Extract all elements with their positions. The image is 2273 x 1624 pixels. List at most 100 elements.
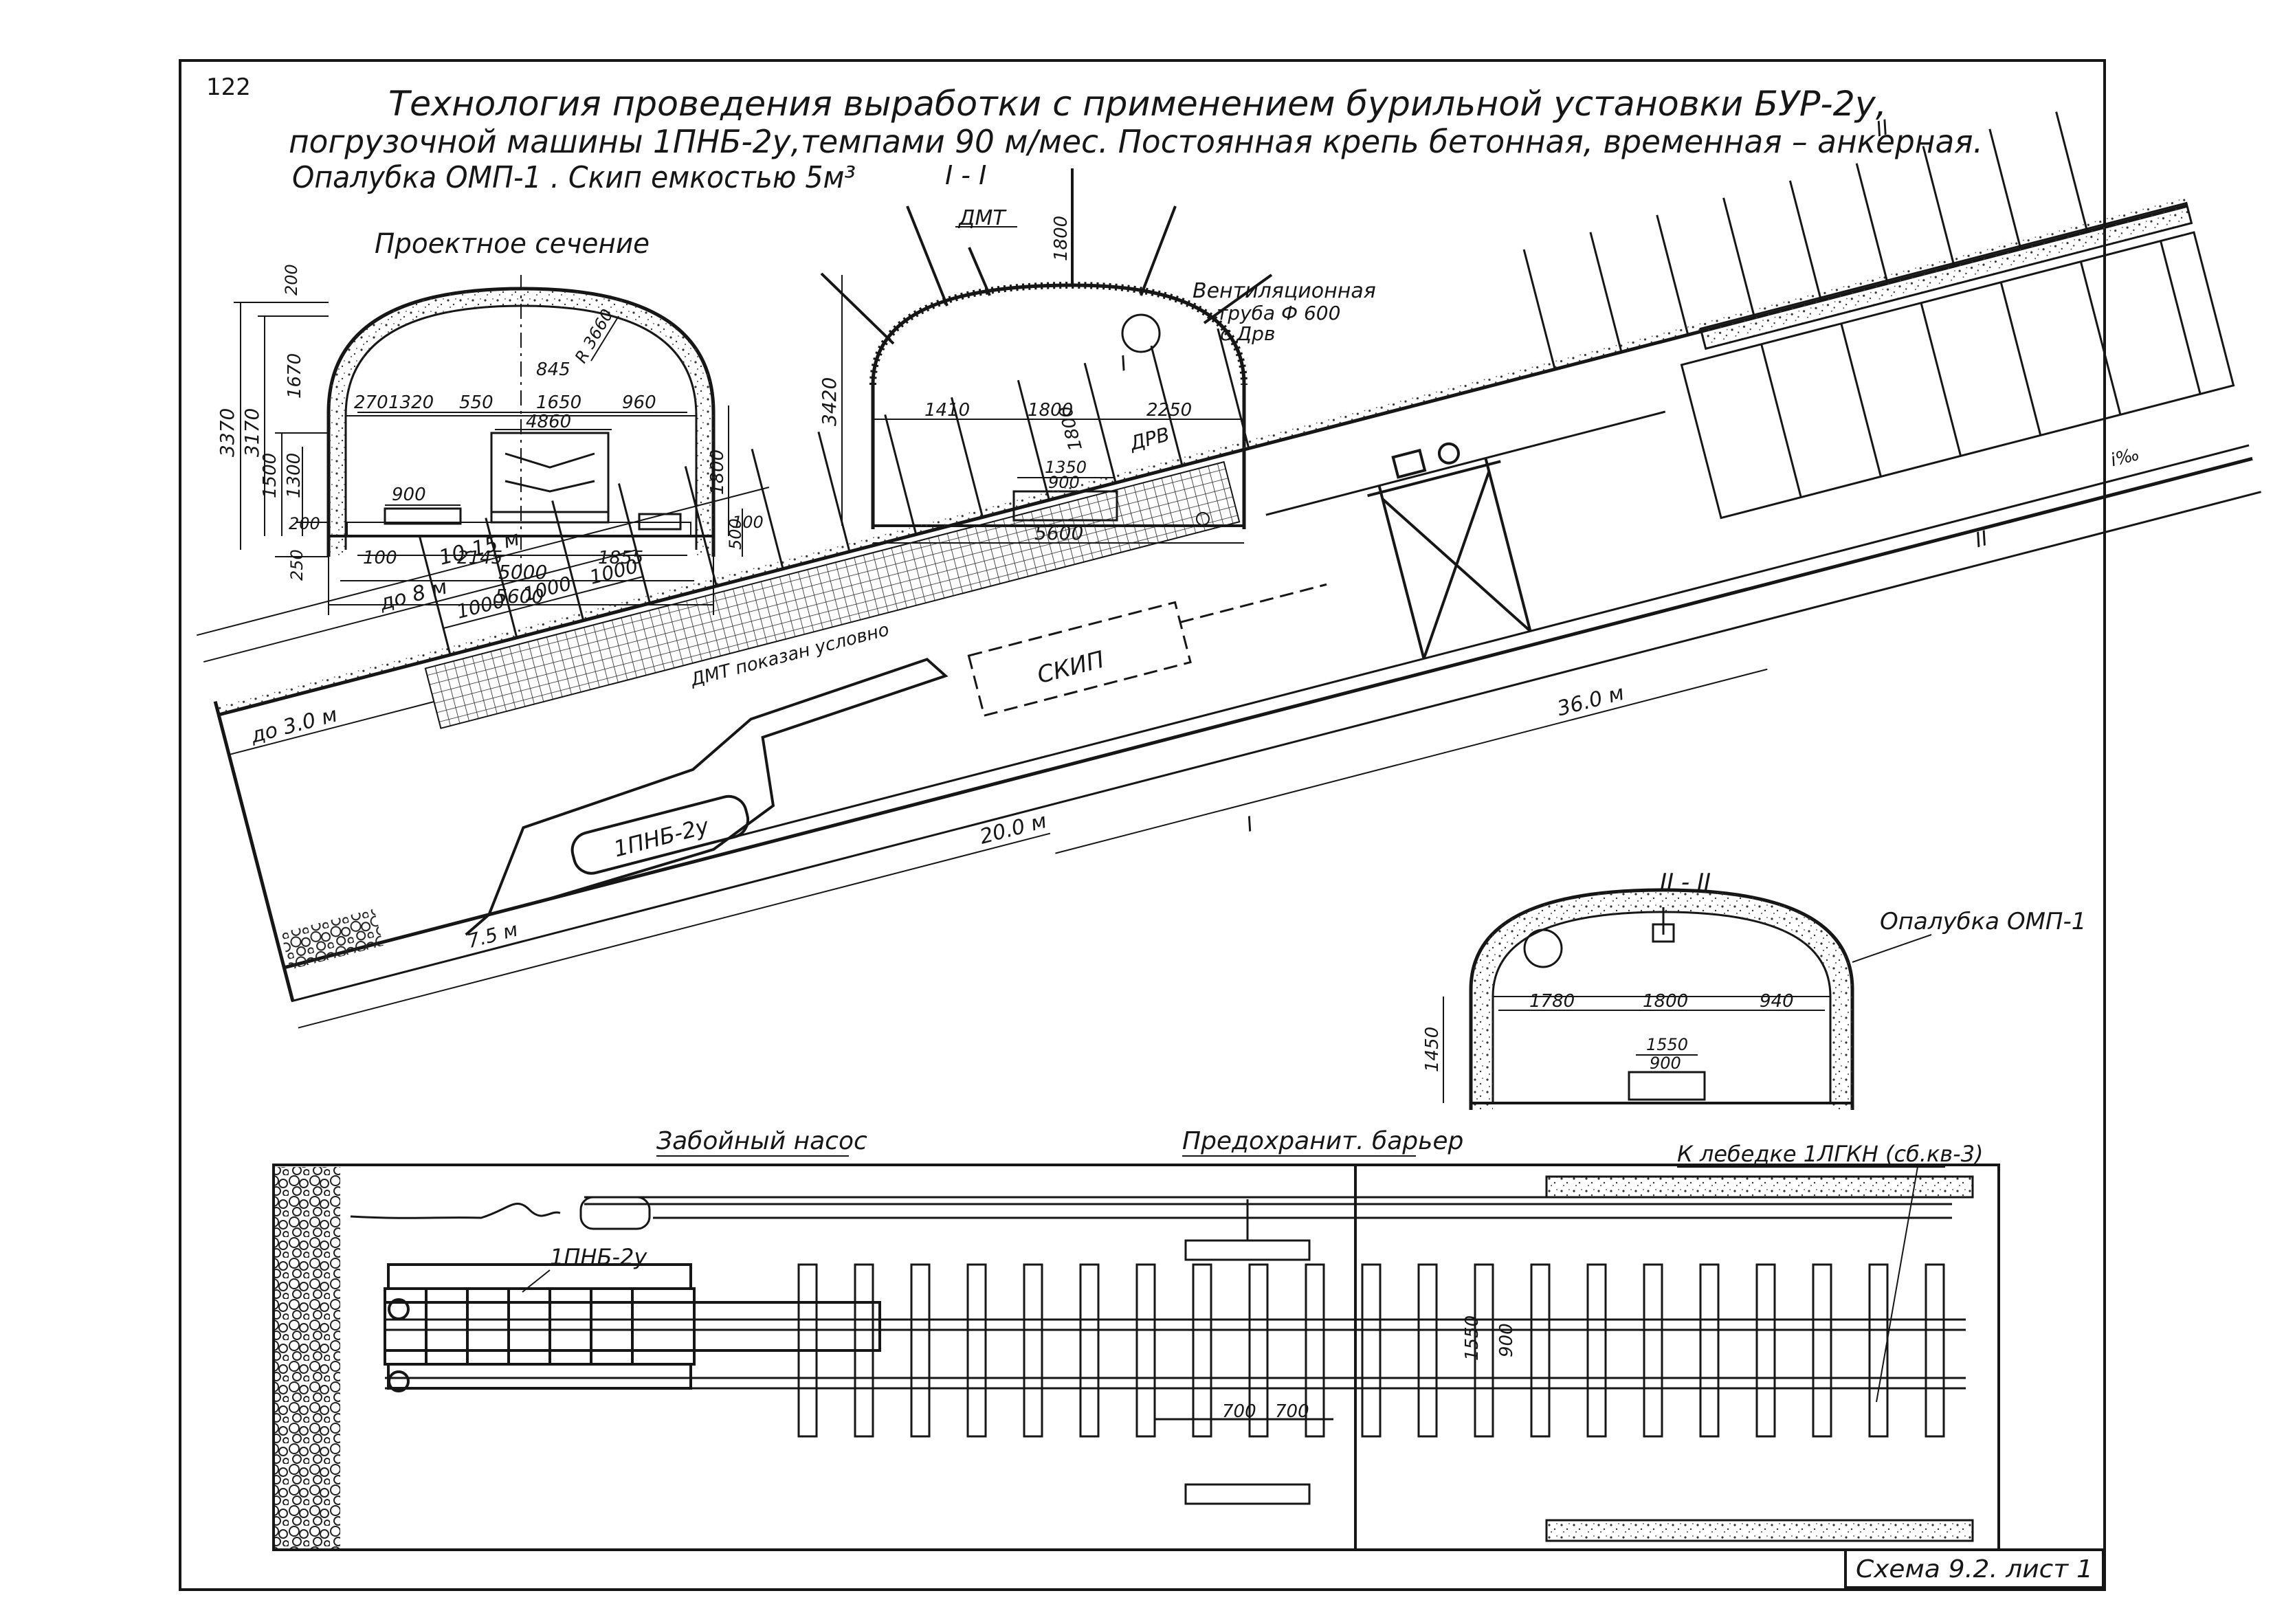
- long-rock-layer: [214, 194, 2187, 715]
- plan-pipes: [350, 1196, 1952, 1230]
- dim-1670: 1670: [285, 353, 305, 399]
- long-anchor-bolts: [418, 111, 2089, 656]
- plan-rock-band-top: [1545, 1175, 1974, 1199]
- dim-4860: 4860: [526, 412, 571, 432]
- title-line-3: Опалубка ОМП-1 . Скип емкостью 5м³: [292, 160, 856, 195]
- s2-dim-1450: 1450: [1422, 1027, 1443, 1072]
- dim-3370: 3370: [216, 408, 239, 457]
- design-conveyor-frame: [490, 432, 610, 524]
- label-vent-3: с Дрв: [1220, 322, 1275, 345]
- stamp-text: Схема 9.2. лист 1: [1856, 1555, 2093, 1583]
- long-track-line: [711, 444, 2250, 844]
- sheet-title: Технология проведения выработки с примен…: [289, 84, 1983, 195]
- sheet-frame: [179, 59, 2106, 1591]
- dim-250: 250: [287, 549, 307, 581]
- s2-dim-900: 900: [1650, 1054, 1681, 1073]
- plan-barrier: [1155, 1199, 1333, 1505]
- label-dmt: ДМТ: [957, 206, 1007, 230]
- plan-dim-700-a: 700: [1222, 1401, 1256, 1422]
- section-2-car: [1628, 1071, 1706, 1101]
- s1-dim-1800: 1800: [1051, 216, 1072, 261]
- dim-550: 550: [459, 392, 494, 413]
- long-dim-7-5: 7.5 м: [465, 918, 520, 953]
- plan-sleepers: [797, 1263, 1945, 1438]
- dim-270: 270: [354, 392, 388, 413]
- title-line-1: Технология проведения выработки с примен…: [388, 84, 1887, 124]
- long-formwork-panels: [1680, 231, 2235, 520]
- long-dim-3: до 3.0 м: [247, 703, 340, 748]
- plan-loader: [384, 1263, 881, 1392]
- long-floor-base: [291, 491, 2261, 1003]
- plan-dim-900: 900: [1496, 1323, 1517, 1357]
- long-face: [213, 701, 295, 1001]
- s2-dim-1550: 1550: [1646, 1035, 1688, 1054]
- plan-rock-band-bottom: [1545, 1519, 1974, 1542]
- s2-dim-940: 940: [1760, 991, 1794, 1012]
- dim-1650: 1650: [536, 392, 581, 413]
- long-loader: [465, 658, 949, 936]
- label-barrier: Предохранит. барьер: [1182, 1127, 1463, 1155]
- plan-rails: [385, 1318, 1966, 1390]
- section-1-title: I - I: [945, 160, 986, 190]
- dim-r3660: R 3660: [571, 306, 617, 366]
- design-section: Проектное сечение: [216, 228, 764, 615]
- label-formwork: Опалубка ОМП-1: [1880, 908, 2086, 935]
- plan-view: Забойный насос Предохранит. барьер К леб…: [272, 1127, 2000, 1551]
- dim-3170: 3170: [241, 408, 263, 457]
- label-skip: СКИП: [1034, 646, 1107, 689]
- plan-dim-1550: 1550: [1462, 1315, 1483, 1361]
- dim-960: 960: [622, 392, 656, 413]
- dim-1800-right: 1800: [707, 449, 728, 495]
- section-1: I - I ДМТ Вентиляционная труба Ф 600 с Д…: [818, 160, 1376, 544]
- long-mesh-zone: [424, 460, 1241, 729]
- s1-dim-3420: 3420: [818, 377, 841, 426]
- s1-dim-1800-b: 1800: [1028, 400, 1073, 421]
- design-dimension-lines: [234, 302, 743, 615]
- page-number: 122: [206, 74, 251, 101]
- cut-mark-1-top: I: [1118, 352, 1129, 377]
- label-pump: Забойный насос: [656, 1127, 867, 1155]
- long-dimension-lines: [196, 487, 1768, 1029]
- section-1-vault-mesh: [869, 281, 1248, 386]
- dim-500: 500: [726, 518, 745, 550]
- slope-mark: i‰: [2109, 444, 2142, 471]
- long-face-rubble: [280, 909, 384, 970]
- dim-1500: 1500: [260, 453, 280, 498]
- label-drv: ДРВ: [1127, 423, 1172, 455]
- long-dim-1800: 1800: [1055, 403, 1087, 453]
- s2-dim-1780: 1780: [1529, 991, 1575, 1012]
- design-section-title: Проектное сечение: [375, 228, 650, 260]
- plan-frame: [272, 1164, 2000, 1551]
- dim-900: 900: [392, 485, 426, 505]
- dim-100-right: 100: [732, 513, 764, 532]
- long-concrete-lining: [1699, 201, 2193, 351]
- label-vent-1: Вентиляционная: [1193, 279, 1376, 303]
- loader-leader: [522, 1269, 551, 1293]
- section-2-bench-head: [1652, 907, 1675, 943]
- title-line-2: погрузочной машины 1ПНБ-2у,темпами 90 м/…: [289, 123, 1983, 160]
- cut-mark-1-bottom: I: [1244, 812, 1256, 837]
- plan-dim-700-b: 700: [1275, 1401, 1309, 1422]
- long-floor-line: [282, 456, 2253, 970]
- dim-845: 845: [536, 359, 570, 380]
- design-car-left: [384, 507, 462, 525]
- section-1-vent-pipe: [1121, 313, 1161, 353]
- dim-100-floor: 100: [363, 548, 397, 568]
- design-right-block: [638, 513, 682, 531]
- stamp-box: [1844, 1548, 2105, 1589]
- dim-1300: 1300: [284, 453, 304, 498]
- long-mechanized-bench: [1367, 442, 1532, 660]
- long-vent-line: [1265, 410, 1666, 516]
- s1-dim-1350: 1350: [1045, 458, 1087, 477]
- long-skip: СКИП: [967, 583, 1327, 718]
- winch-leader: [1876, 1166, 1918, 1403]
- dim-1320: 1320: [388, 392, 434, 413]
- label-loader-plan: 1ПНБ-2у: [550, 1244, 647, 1270]
- cut-mark-2-bottom: II: [1973, 526, 1991, 553]
- label-vent-2: труба Ф 600: [1217, 302, 1340, 324]
- dim-200-top: 200: [282, 264, 301, 296]
- s2-dim-1800: 1800: [1643, 991, 1688, 1012]
- section-1-anchors: [820, 168, 1273, 345]
- section-2-dimension-lines: [1443, 934, 1932, 1103]
